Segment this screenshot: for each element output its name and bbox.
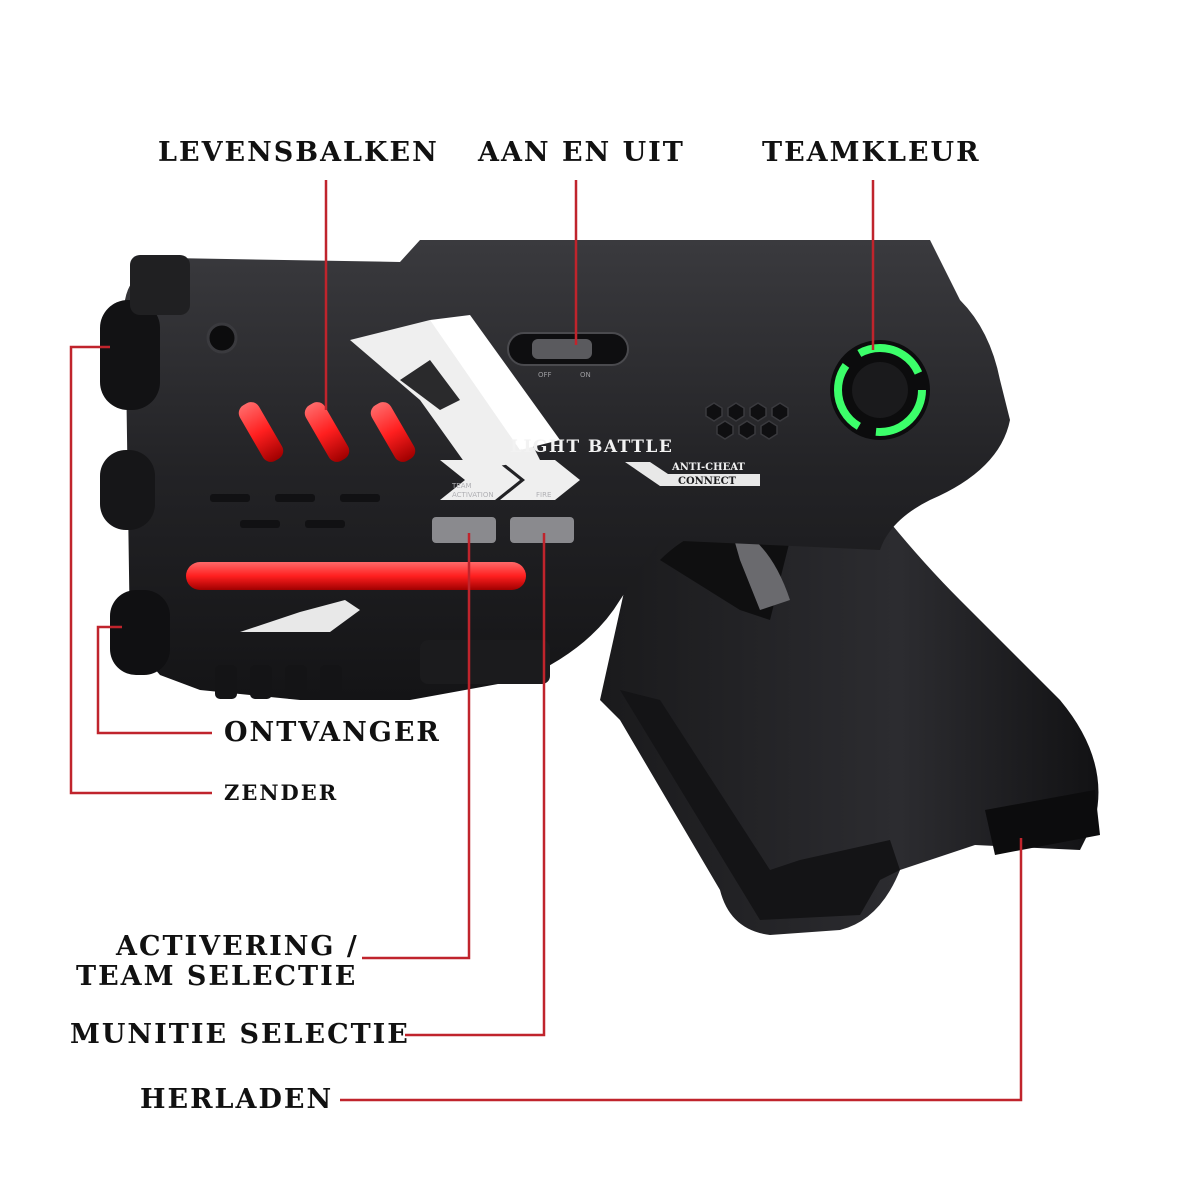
trigger-guard <box>620 690 900 920</box>
leader-lines <box>69 180 1023 1102</box>
label-zender: ZENDER <box>224 780 339 805</box>
label-activering-2: TEAM SELECTIE <box>76 961 358 992</box>
trigger <box>730 525 790 610</box>
leader-munitie <box>405 533 546 1037</box>
badge-text-2: CONNECT <box>678 476 737 487</box>
team-color-indicator <box>830 340 930 440</box>
speaker-holes <box>705 402 789 440</box>
lower-print <box>240 600 360 632</box>
brand-text: LIGHT BATTLE <box>510 437 673 457</box>
label-levensbalken: LEVENSBALKEN <box>158 137 439 168</box>
front-screw <box>206 322 238 354</box>
switch-off-label: OFF <box>538 371 552 379</box>
leader-ontvanger <box>96 625 212 735</box>
label-ontvanger: ONTVANGER <box>224 717 441 748</box>
switch-on-label: ON <box>580 371 591 379</box>
reload-base <box>985 790 1100 855</box>
side-vents <box>210 494 380 528</box>
health-bars <box>238 402 416 462</box>
fire-label: FIRE <box>536 491 551 499</box>
red-light-strip <box>186 562 526 590</box>
muzzle-front <box>100 255 190 675</box>
badge-text-1: ANTI-CHEAT <box>671 462 745 473</box>
label-teamkleur: TEAMKLEUR <box>762 137 981 168</box>
label-aan-en-uit: AAN EN UIT <box>478 137 685 168</box>
label-herladen: HERLADEN <box>140 1084 334 1115</box>
anti-cheat-badge <box>625 462 760 486</box>
fire-mode-button <box>510 517 574 543</box>
label-munitie: MUNITIE SELECTIE <box>70 1019 410 1050</box>
team-activation-button <box>432 517 496 543</box>
power-switch <box>507 332 629 366</box>
lower-ribs <box>215 665 342 699</box>
leader-activering <box>362 533 471 960</box>
leader-zender <box>69 345 212 795</box>
label-activering-1: ACTIVERING / <box>116 931 359 962</box>
side-print-graphic <box>350 315 580 500</box>
team-label-2: ACTIVATION <box>452 491 494 499</box>
leader-herladen <box>340 838 1023 1102</box>
team-label-1: TEAM <box>451 482 472 490</box>
